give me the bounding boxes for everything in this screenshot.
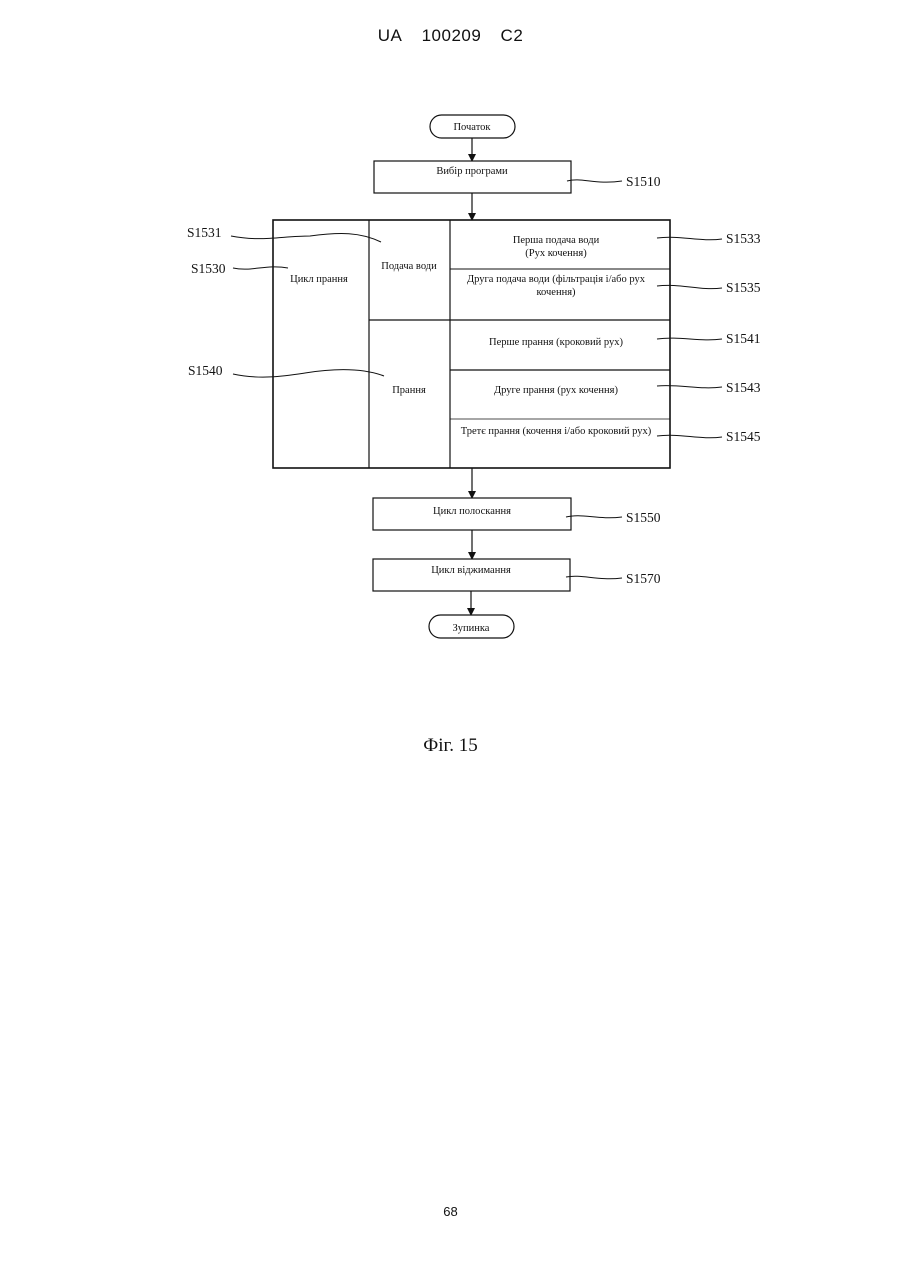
second-wash-text: Друге прання (рух кочення) xyxy=(494,385,618,396)
label-s1510: S1510 xyxy=(626,174,661,189)
label-s1540: S1540 xyxy=(188,363,223,378)
select-program-text: Вибір програми xyxy=(436,166,508,177)
first-wash-text: Перше прання (кроковий рух) xyxy=(489,337,623,348)
label-s1545: S1545 xyxy=(726,429,761,444)
label-s1541: S1541 xyxy=(726,331,761,346)
first-water-supply-line1: Перша подача води xyxy=(513,235,600,246)
label-s1543: S1543 xyxy=(726,380,761,395)
start-text: Початок xyxy=(453,122,491,133)
rinse-cycle-text: Цикл полоскання xyxy=(433,506,511,517)
figure-caption: Фіг. 15 xyxy=(0,735,901,757)
wash-cycle-text: Цикл прання xyxy=(290,274,348,285)
third-wash-text: Третє прання (кочення і/або кроковий рух… xyxy=(461,426,652,437)
label-s1535: S1535 xyxy=(726,280,761,295)
page-number: 68 xyxy=(0,1204,901,1219)
label-s1550: S1550 xyxy=(626,510,661,525)
first-water-supply-line2: (Рух кочення) xyxy=(525,248,587,259)
label-s1531: S1531 xyxy=(187,225,222,240)
label-s1570: S1570 xyxy=(626,571,661,586)
label-s1530: S1530 xyxy=(191,261,226,276)
second-water-supply-line2: кочення) xyxy=(536,287,576,298)
second-water-supply-line1: Друга подача води (фільтрація і/або рух xyxy=(467,274,646,285)
label-s1533: S1533 xyxy=(726,231,761,246)
water-supply-text: Подача води xyxy=(381,261,437,272)
spin-cycle-text: Цикл віджимання xyxy=(431,565,511,576)
stop-text: Зупинка xyxy=(453,623,490,634)
washing-text: Прання xyxy=(392,385,426,396)
